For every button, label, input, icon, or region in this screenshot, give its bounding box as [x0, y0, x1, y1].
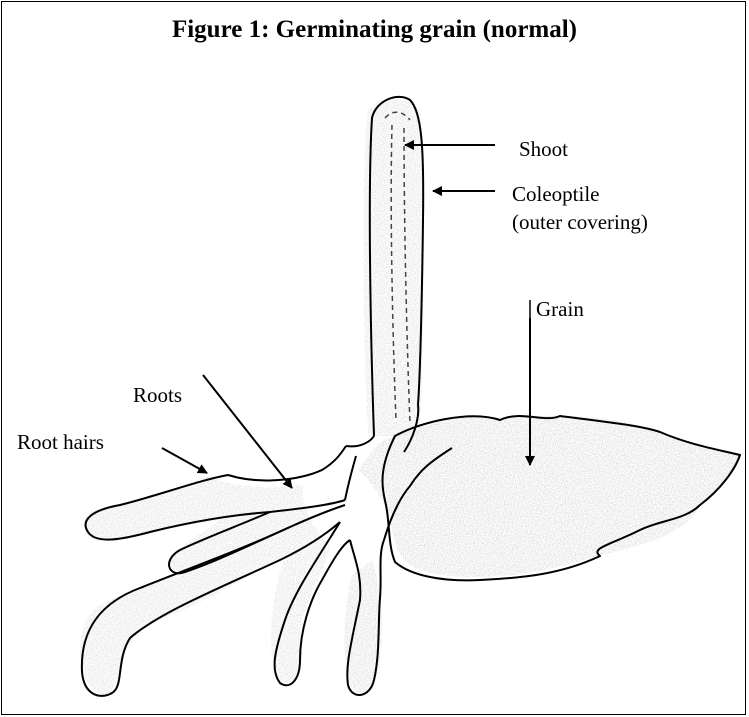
coleoptile-label: Coleoptile [512, 182, 600, 207]
grain-label: Grain [536, 297, 584, 322]
coleoptile-sublabel: (outer covering) [512, 210, 648, 235]
root-hairs-label: Root hairs [17, 430, 104, 455]
roots-arrow [203, 375, 292, 488]
roots-label: Roots [133, 383, 182, 408]
root-hairs-arrow [162, 448, 207, 473]
shoot-label: Shoot [519, 137, 568, 162]
